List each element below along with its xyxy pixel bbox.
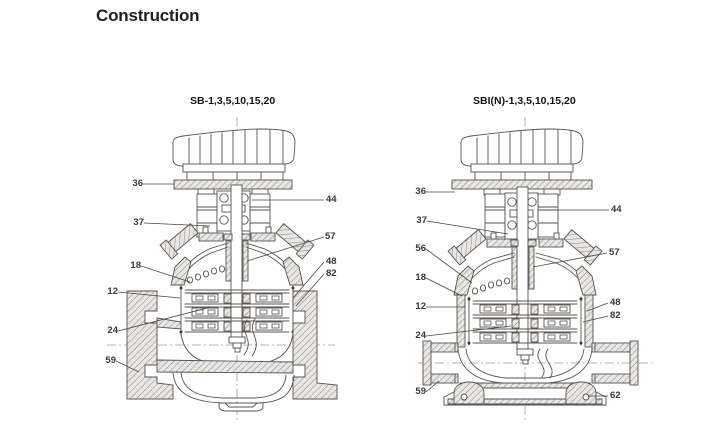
pump-head xyxy=(453,252,597,296)
discharge-flange xyxy=(292,290,338,400)
diagram-label-sbi: SBI(N)-1,3,5,10,15,20 xyxy=(473,95,576,107)
plug-boss-left xyxy=(198,226,224,242)
priming-plug-left xyxy=(447,229,487,266)
priming-plug-left xyxy=(159,223,199,260)
hand-knob xyxy=(460,128,584,181)
sbi-callout-62: 62 xyxy=(610,390,621,401)
sb-callout-44: 44 xyxy=(326,194,337,205)
sb-callout-82: 82 xyxy=(326,268,337,279)
discharge-pipe xyxy=(591,340,639,386)
callout-leaders xyxy=(425,191,609,397)
callout-leaders xyxy=(115,183,325,373)
sb-callout-48: 48 xyxy=(326,256,337,267)
plug-boss-right xyxy=(538,232,564,248)
pump-casing xyxy=(156,317,295,412)
plug-boss-right xyxy=(250,226,276,242)
sbi-callout-57: 57 xyxy=(609,247,620,258)
plug-boss-left xyxy=(486,232,512,248)
pump-drawing-sb xyxy=(107,117,338,421)
impeller-stage xyxy=(184,289,290,304)
sbi-callout-36: 36 xyxy=(415,186,426,197)
impeller-stack xyxy=(456,294,594,365)
impeller-stage xyxy=(472,300,578,315)
sb-callout-37: 37 xyxy=(133,217,144,228)
impeller-stage xyxy=(184,303,290,318)
base-plate xyxy=(443,381,607,406)
sbi-callout-48: 48 xyxy=(610,297,621,308)
sbi-callout-12: 12 xyxy=(415,301,426,312)
hand-knob xyxy=(172,128,296,181)
sb-callout-57: 57 xyxy=(325,231,336,242)
sb-callout-18: 18 xyxy=(130,260,141,271)
impeller-stack xyxy=(179,285,295,353)
sbi-callout-44: 44 xyxy=(611,204,622,215)
sbi-callout-82: 82 xyxy=(610,310,621,321)
impeller-stage xyxy=(472,328,578,343)
sb-callout-12: 12 xyxy=(107,286,118,297)
page-title: Construction xyxy=(96,6,200,25)
impeller-stage xyxy=(184,317,290,332)
sbi-callout-56: 56 xyxy=(415,243,426,254)
priming-plug-right xyxy=(563,229,603,266)
suction-pipe xyxy=(422,340,459,386)
sb-callout-24: 24 xyxy=(107,325,118,336)
sbi-callout-37: 37 xyxy=(416,215,427,226)
sbi-callout-18: 18 xyxy=(415,272,426,283)
sb-callout-59: 59 xyxy=(105,355,116,366)
impeller-stage xyxy=(472,314,578,329)
sbi-callout-24: 24 xyxy=(415,330,426,341)
priming-plug-right xyxy=(275,223,315,260)
sb-callout-36: 36 xyxy=(132,178,143,189)
diagram-label-sb: SB-1,3,5,10,15,20 xyxy=(190,95,276,107)
sbi-callout-59: 59 xyxy=(415,386,426,397)
pump-drawing-sbi xyxy=(418,117,652,421)
pump-head xyxy=(170,242,304,286)
